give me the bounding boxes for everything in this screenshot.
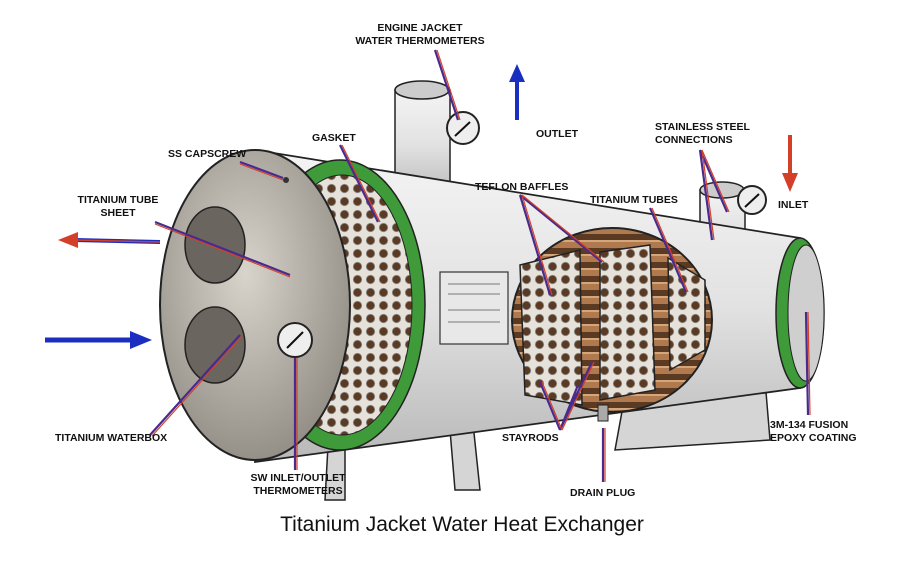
label-tube-sheet-1: TITANIUM TUBE — [78, 194, 159, 206]
cutaway-tube-bundle — [511, 227, 713, 413]
label-sw-thermometers-2: THERMOMETERS — [253, 485, 342, 497]
label-outlet: OUTLET — [536, 128, 579, 140]
label-tube-sheet-2: SHEET — [100, 207, 136, 219]
waterbox-inlet-arrow-icon — [45, 331, 152, 349]
label-drain-plug: DRAIN PLUG — [570, 487, 635, 499]
inlet-arrow-icon — [782, 135, 798, 192]
capscrew — [283, 177, 289, 183]
label-ss-capscrew: SS CAPSCREW — [168, 148, 246, 160]
label-sw-thermometers-1: SW INLET/OUTLET — [250, 472, 346, 484]
drain-plug — [597, 404, 609, 422]
label-teflon-baffles: TEFLON BAFFLES — [475, 181, 568, 193]
titanium-waterbox — [159, 149, 351, 461]
label-titanium-tubes: TITANIUM TUBES — [590, 194, 678, 206]
waterbox-lower-nozzle — [184, 306, 246, 384]
sw-thermometer-icon — [277, 322, 313, 358]
label-stainless-1: STAINLESS STEEL — [655, 121, 750, 133]
outlet-arrow-icon — [509, 64, 525, 120]
baffle — [519, 249, 583, 406]
inlet-thermometer-icon — [737, 185, 767, 215]
leader-lines — [149, 49, 811, 482]
baffle — [667, 256, 706, 372]
nameplate — [439, 271, 509, 345]
label-epoxy-2: EPOXY COATING — [770, 432, 857, 444]
label-epoxy-1: 3M-134 FUSION — [770, 419, 848, 431]
baffle — [599, 244, 656, 401]
engine-jacket-thermometer-icon — [446, 111, 480, 145]
waterbox-outlet-arrow-icon — [58, 232, 161, 248]
diagram-title: Titanium Jacket Water Heat Exchanger — [280, 513, 644, 536]
label-engine-jacket-2: WATER THERMOMETERS — [355, 35, 484, 47]
label-stayrods: STAYRODS — [502, 432, 559, 444]
label-stainless-2: CONNECTIONS — [655, 134, 733, 146]
label-gasket: GASKET — [312, 132, 356, 144]
label-inlet: INLET — [778, 199, 809, 211]
label-engine-jacket-1: ENGINE JACKET — [377, 22, 463, 34]
label-waterbox: TITANIUM WATERBOX — [55, 432, 167, 444]
